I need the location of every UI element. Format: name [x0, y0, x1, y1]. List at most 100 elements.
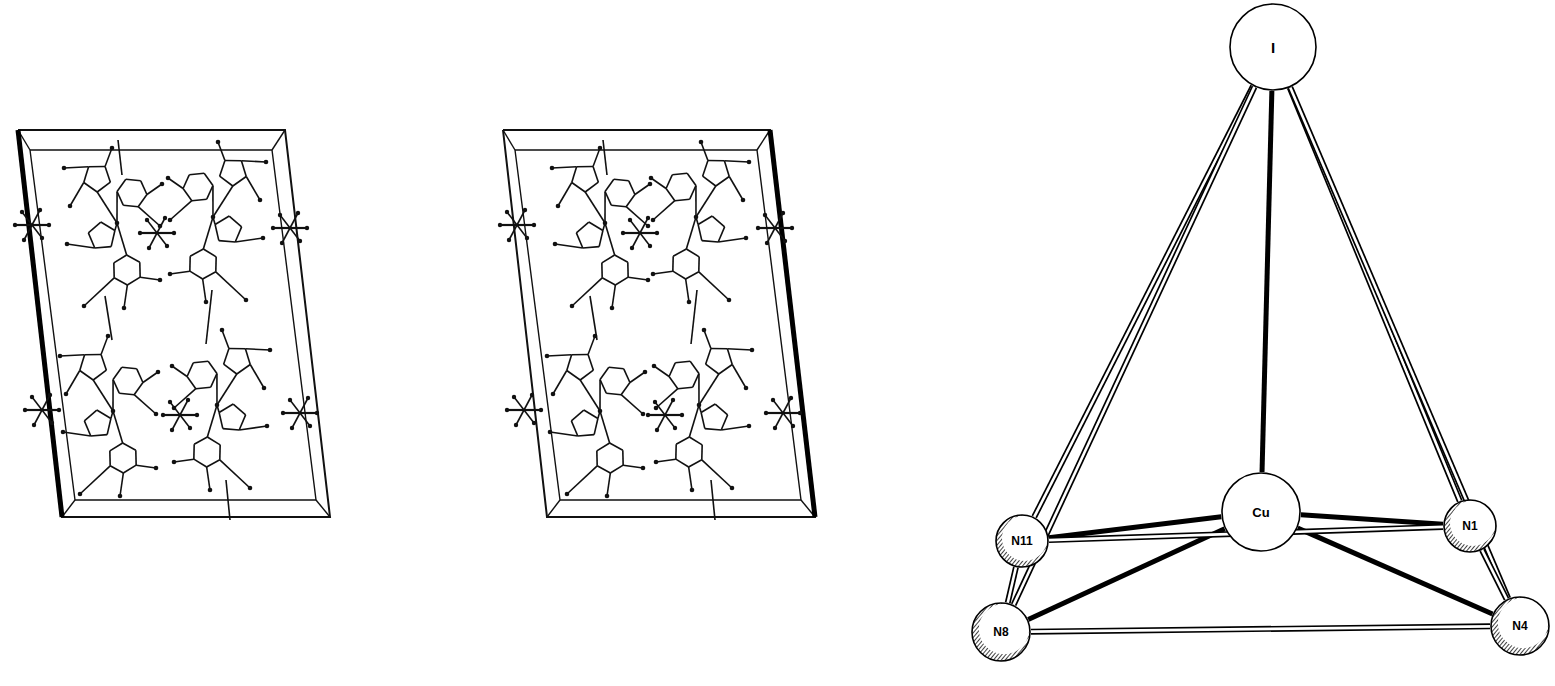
bond-stick [775, 213, 783, 228]
anion-octahedron [161, 398, 199, 432]
bond-stick [147, 220, 157, 233]
edge-core [1031, 626, 1490, 631]
bond-stick [630, 220, 640, 233]
bond-stick [605, 179, 614, 191]
bond-stick [183, 188, 192, 200]
bond-stick [273, 227, 290, 229]
atom-dot [498, 223, 502, 227]
bond-stick [208, 361, 217, 373]
atom-dot [170, 428, 174, 432]
bond-stick [576, 233, 582, 248]
cell-depth-edge [316, 500, 330, 517]
bond-stick [775, 227, 792, 229]
sphere-shading [972, 603, 1030, 661]
bond-stick [84, 183, 97, 192]
bond-stick [32, 210, 40, 225]
atom-dot [48, 393, 52, 397]
atom-dot [64, 392, 69, 397]
atom-dot [651, 218, 656, 223]
bond-stick [237, 365, 250, 374]
bond-stick [80, 371, 93, 380]
bond-stick [640, 232, 657, 234]
bond-stick [602, 278, 615, 285]
atom-dot [156, 370, 161, 375]
atom-dot [158, 278, 163, 283]
bond-stick [222, 330, 229, 349]
atom-dot [61, 430, 66, 435]
bond-stick [135, 450, 137, 465]
bond-stick [712, 216, 724, 227]
atom-dot [789, 396, 793, 400]
bond-stick [80, 466, 110, 494]
bond-stick [665, 415, 675, 428]
bond-stick [524, 409, 541, 411]
atom-dot [505, 408, 509, 412]
bond-stick [580, 370, 593, 380]
sphere-outline [1222, 473, 1300, 551]
cell-outline [18, 130, 330, 517]
bond-stick [558, 183, 572, 206]
atom-dot [168, 400, 172, 404]
bond-stick [187, 376, 196, 388]
bond-stick [194, 459, 207, 467]
atom-dot [172, 231, 176, 235]
bond-stick [612, 285, 615, 308]
bond-stick [599, 231, 603, 247]
bond-stick [119, 393, 134, 394]
atom-dot [550, 166, 555, 171]
bond-stick [686, 272, 699, 279]
atom-dot [147, 246, 151, 250]
copper-atom: Cu [1221, 472, 1301, 552]
bond-stick [593, 148, 600, 167]
atom-dot [646, 413, 650, 417]
edge-core [1290, 87, 1508, 598]
bond-stick [220, 161, 225, 177]
cell-front-edge [18, 130, 62, 517]
bond-stick [113, 380, 119, 394]
atom-dot [186, 398, 190, 402]
anion-octahedron [271, 211, 309, 245]
bond-stick [196, 387, 211, 388]
bond-stick [507, 212, 517, 225]
bond-stick [610, 443, 623, 450]
bond-stick [250, 365, 264, 388]
bond-stick [689, 437, 702, 445]
bond-stick [204, 173, 213, 185]
atom-dot [161, 413, 165, 417]
atom-dot [215, 403, 220, 408]
bond-stick [42, 410, 52, 423]
atom-dot [539, 408, 543, 412]
bond-stick [80, 355, 85, 371]
bond-stick [606, 393, 621, 394]
atom-dot [264, 160, 269, 165]
bond-stick [695, 186, 697, 217]
bond-stick [300, 398, 308, 413]
bond-stick [122, 367, 137, 368]
coordination-bond [1301, 515, 1443, 525]
bond-stick [246, 177, 260, 200]
bond-stick [715, 404, 727, 415]
bond-stick [604, 192, 606, 223]
bond-stick [207, 186, 213, 200]
bond-stick [203, 217, 213, 249]
bond-stick [213, 186, 233, 217]
bond-stick [509, 225, 517, 240]
bond-stick [193, 444, 195, 459]
atom-dot [258, 198, 263, 203]
bond-stick [665, 414, 682, 416]
bond-stick [627, 262, 629, 277]
bond-stick [623, 232, 640, 234]
bond-stick [585, 192, 605, 223]
bond-stick [32, 224, 49, 226]
iodine-atom: I [1229, 3, 1317, 91]
atom-dot [694, 215, 699, 220]
bond-stick [600, 367, 609, 379]
bond-stick [516, 410, 524, 425]
edge-core [1014, 87, 1255, 605]
atom-dot [649, 176, 654, 181]
bond-stick [572, 354, 588, 356]
atom-dot [244, 298, 249, 303]
bond-stick [216, 272, 246, 300]
atom-label: I [1271, 40, 1275, 55]
bond-stick [212, 186, 214, 217]
